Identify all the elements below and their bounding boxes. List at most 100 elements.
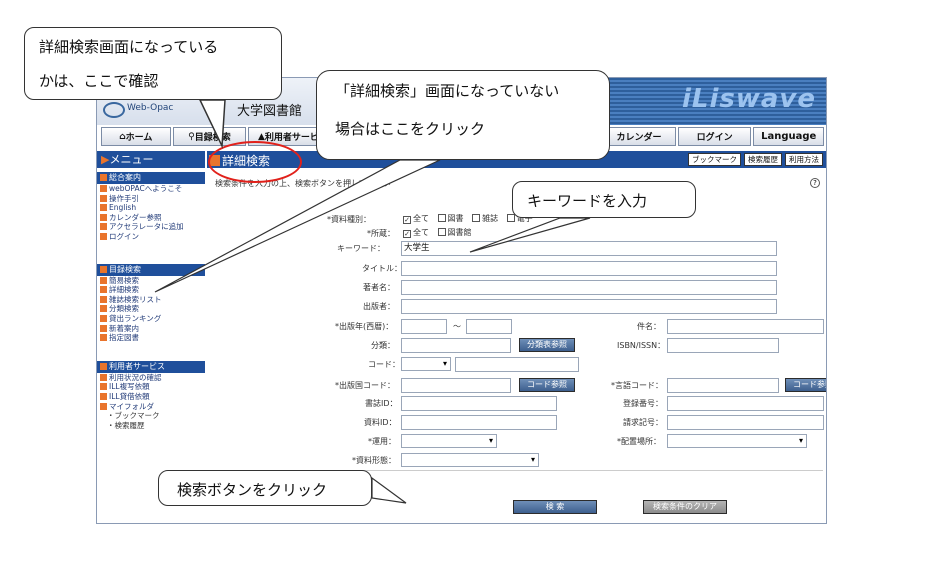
sidebar-item[interactable]: 雑誌検索リスト	[97, 295, 205, 305]
library-subtitle: Web-Opac	[127, 103, 174, 113]
sidebar-subitem[interactable]: ・ブックマーク	[107, 411, 160, 421]
university-emblem-icon	[103, 102, 125, 118]
sidebar-item[interactable]: 貸出ランキング	[97, 314, 205, 324]
item-id-label: 資料ID：	[364, 418, 397, 427]
sidebar-item[interactable]: ILL複写依頼	[97, 382, 205, 392]
nav-language[interactable]: Language	[753, 127, 825, 146]
sidebar-item-advanced-search[interactable]: 詳細検索	[97, 285, 205, 295]
sidebar-subitem[interactable]: ・検索履歴	[107, 420, 145, 430]
location-label: *配置場所：	[617, 437, 661, 446]
item-id-input[interactable]	[401, 415, 557, 430]
code-type-select[interactable]	[401, 357, 451, 371]
bib-id-input[interactable]	[401, 396, 557, 411]
circulation-label: *運用：	[368, 437, 396, 446]
code-input[interactable]	[455, 357, 579, 372]
call-number-label: 請求記号：	[623, 418, 663, 427]
pub-year-separator: ～	[453, 322, 461, 331]
sidebar: ▶メニュー 総合案内 webOPACへようこそ 操作手引 English カレン…	[97, 151, 205, 523]
sidebar-item[interactable]: 操作手引	[97, 194, 205, 204]
reg-number-input[interactable]	[667, 396, 824, 411]
material-book-checkbox[interactable]	[437, 214, 446, 222]
iliswave-logo: iLiswave	[681, 84, 816, 114]
nav-login[interactable]: ログイン	[677, 127, 752, 146]
material-all-checkbox[interactable]: ✓	[403, 216, 411, 224]
language-code-label: *言語コード：	[611, 381, 663, 390]
reg-number-label: 登録番号：	[623, 399, 663, 408]
material-type-options: ✓全て 図書 雑誌 電子	[403, 214, 533, 224]
search-button[interactable]: 検 索	[513, 500, 597, 514]
title-label: タイトル：	[362, 264, 402, 273]
bib-id-label: 書誌ID：	[365, 399, 398, 408]
country-code-ref-button[interactable]: コード参照	[519, 378, 575, 392]
language-code-input[interactable]	[667, 378, 779, 393]
sidebar-item[interactable]: 利用状況の確認	[97, 373, 205, 383]
clear-conditions-button[interactable]: 検索条件のクリア	[643, 500, 727, 514]
nav-home[interactable]: ⌂ ホーム	[101, 127, 171, 146]
sidebar-item[interactable]: 指定図書	[97, 333, 205, 343]
sidebar-item[interactable]: 新着案内	[97, 324, 205, 334]
sidebar-item[interactable]: ログイン	[97, 232, 205, 242]
classification-label: 分類：	[371, 341, 395, 350]
sidebar-item[interactable]: webOPACへようこそ	[97, 184, 205, 194]
how-to-use-button[interactable]: 利用方法	[785, 153, 823, 166]
callout-check-screen: 詳細検索画面になっている かは、ここで確認	[24, 27, 282, 100]
nav-calendar[interactable]: カレンダー	[602, 127, 676, 146]
library-name: 大学図書館	[237, 104, 303, 119]
subject-label: 件名：	[637, 322, 661, 331]
country-code-label: *出版国コード：	[335, 381, 395, 390]
highlight-ring	[208, 141, 302, 183]
sidebar-item[interactable]: 分類検索	[97, 304, 205, 314]
language-code-ref-button[interactable]: コード参照	[785, 378, 826, 392]
pub-year-from-input[interactable]	[401, 319, 447, 334]
material-form-select[interactable]	[401, 453, 539, 467]
pub-year-label: *出版年(西暦)：	[335, 322, 394, 331]
material-journal-checkbox[interactable]	[472, 214, 481, 222]
bookmark-button[interactable]: ブックマーク	[688, 153, 741, 166]
help-icon[interactable]: ?	[810, 178, 820, 188]
location-select[interactable]	[667, 434, 807, 448]
house-icon: ⌂	[119, 131, 126, 142]
holding-options: ✓全て 図書館	[403, 228, 472, 238]
callout-click-here: 「詳細検索」画面になっていない 場合はここをクリック	[316, 70, 610, 160]
pub-year-to-input[interactable]	[466, 319, 512, 334]
callout-enter-keyword: キーワードを入力	[512, 181, 696, 218]
search-form: 検索条件を入力の上、検索ボタンを押して下さい ? *資料種別： ✓全て 図書 雑…	[207, 170, 826, 523]
classification-table-button[interactable]: 分類表参照	[519, 338, 575, 352]
keyword-input[interactable]: 大学生	[401, 241, 777, 256]
sidebar-item[interactable]: ILL貸借依頼	[97, 392, 205, 402]
author-input[interactable]	[401, 280, 777, 295]
isbn-input[interactable]	[667, 338, 779, 353]
code-label: コード：	[368, 360, 400, 369]
sidebar-item[interactable]: マイフォルダ	[97, 402, 205, 412]
sidebar-section-general: 総合案内	[97, 172, 205, 184]
search-history-button[interactable]: 検索履歴	[744, 153, 782, 166]
call-number-input[interactable]	[667, 415, 824, 430]
publisher-label: 出版者：	[363, 302, 395, 311]
title-input[interactable]	[401, 261, 777, 276]
sidebar-item[interactable]: アクセラレータに追加	[97, 222, 205, 232]
sidebar-section-catalog: 目録検索	[97, 263, 205, 276]
sidebar-section-user: 利用者サービス	[97, 360, 205, 373]
material-electronic-checkbox[interactable]	[506, 214, 515, 222]
holding-all-checkbox[interactable]: ✓	[403, 230, 411, 238]
logo-band: iLiswave	[597, 78, 826, 125]
country-code-input[interactable]	[401, 378, 511, 393]
material-form-label: *資料形態：	[352, 456, 396, 465]
holding-library-checkbox[interactable]	[437, 228, 446, 236]
keyword-label: キーワード：	[337, 244, 385, 253]
classification-input[interactable]	[401, 338, 511, 353]
holding-label: *所蔵：	[367, 229, 395, 238]
material-type-label: *資料種別：	[327, 215, 371, 224]
subject-input[interactable]	[667, 319, 824, 334]
person-icon: ▲	[257, 131, 265, 142]
sidebar-item[interactable]: English	[97, 203, 205, 213]
sidebar-title: ▶メニュー	[97, 151, 205, 168]
sidebar-item-simple-search[interactable]: 簡易検索	[97, 276, 205, 286]
circulation-select[interactable]	[401, 434, 497, 448]
form-divider	[285, 470, 823, 471]
callout-click-search: 検索ボタンをクリック	[158, 470, 372, 506]
publisher-input[interactable]	[401, 299, 777, 314]
isbn-label: ISBN/ISSN：	[617, 341, 666, 350]
author-label: 著者名：	[363, 283, 395, 292]
sidebar-item[interactable]: カレンダー参照	[97, 213, 205, 223]
